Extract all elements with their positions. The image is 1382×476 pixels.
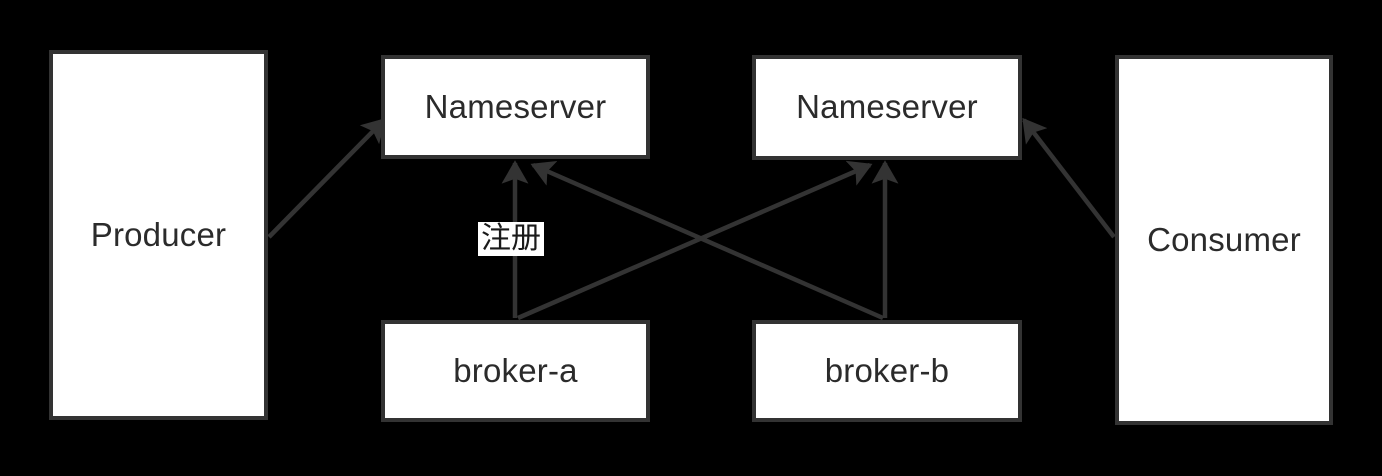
node-broker-a[interactable]: broker-a (381, 320, 650, 422)
node-nameserver-1[interactable]: Nameserver (381, 55, 650, 159)
edge-consumer-to-nameserver2 (1022, 117, 1116, 239)
node-broker-b-label: broker-b (824, 351, 950, 389)
node-nameserver-2-label: Nameserver (796, 88, 978, 126)
node-broker-b[interactable]: broker-b (752, 320, 1022, 422)
node-consumer[interactable]: Consumer (1115, 55, 1333, 425)
edge-producer-to-nameserver1 (267, 118, 386, 239)
node-broker-a-label: broker-a (453, 351, 578, 389)
node-nameserver-2[interactable]: Nameserver (752, 55, 1022, 160)
node-consumer-label: Consumer (1147, 220, 1301, 258)
edge-broker-b-to-nameserver1 (530, 160, 884, 321)
node-nameserver-1-label: Nameserver (424, 87, 607, 125)
node-producer-label: Producer (90, 215, 227, 253)
node-producer[interactable]: Producer (49, 50, 268, 420)
edge-label-register: 注册 (478, 222, 544, 256)
edge-broker-a-to-nameserver2 (517, 160, 873, 321)
